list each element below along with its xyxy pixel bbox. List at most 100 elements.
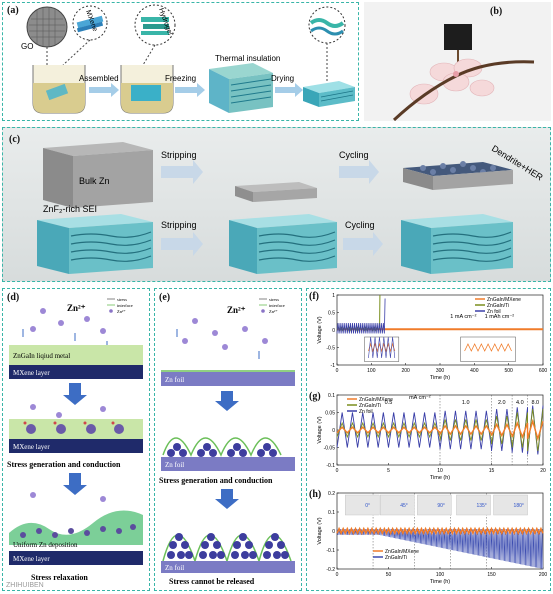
inset-trace — [464, 343, 512, 352]
cycling1-label: Cycling — [339, 150, 369, 160]
drying-label: Drying — [271, 74, 294, 83]
stripping1-label: Stripping — [161, 150, 197, 160]
panel-e: (e) Zn²⁺ stress interface Zn²⁺ Zn foil Z… — [154, 288, 302, 591]
x-axis-label: Time (h) — [430, 475, 450, 481]
x-tick-label: 200 — [401, 368, 410, 374]
bulk-zn-label: Bulk Zn — [79, 176, 110, 186]
d-legend-zn: Zn²⁺ — [117, 309, 126, 314]
f-condition-1: 1 mA cm⁻² — [450, 314, 476, 320]
y-tick-label: 0 — [332, 529, 335, 535]
d-mxene3-label: MXene layer — [13, 555, 50, 563]
panel-c-label: (c) — [9, 134, 21, 145]
panel-a: (a) GO MXene Hydrogel — [2, 2, 359, 121]
e-zn-label: Zn²⁺ — [227, 305, 246, 315]
y-tick-label: 0.1 — [328, 393, 335, 399]
y-tick-label: 0.05 — [325, 410, 335, 416]
x-axis-label: Time (h) — [430, 579, 450, 585]
e-foil3-label: Zn foil — [165, 564, 184, 572]
d-legend-stress: stress — [117, 297, 127, 302]
uniform-label: Uniform Zn deposition — [13, 541, 78, 549]
series-line-zngain-mxene — [336, 526, 544, 536]
y-tick-label: 1 — [332, 293, 335, 299]
panel-e-label: (e) — [159, 292, 171, 303]
d-mxene2-label: MXene layer — [13, 443, 50, 451]
y-tick-label: -0.1 — [326, 548, 335, 554]
inset-box — [460, 336, 516, 362]
e-legend-interface: interface — [269, 303, 285, 308]
y-tick-label: -0.2 — [326, 567, 335, 573]
rate-label: 0.5 — [385, 400, 393, 406]
panel-c: (c) Bulk Zn Stripping Cycling Dendrite+H… — [2, 127, 551, 282]
x-tick-label: 150 — [487, 572, 496, 578]
y-tick-label: -0.5 — [326, 345, 335, 351]
panel-b-label: (b) — [490, 6, 503, 17]
x-tick-label: 100 — [436, 572, 445, 578]
x-tick-label: 600 — [539, 368, 548, 374]
cycling2-label: Cycling — [345, 220, 375, 230]
legend-label: ZnGaIn/MXene — [385, 549, 419, 555]
y-tick-label: -0.1 — [326, 463, 335, 469]
y-axis-label: Voltage (V) — [317, 517, 323, 544]
y-tick-label: 0 — [332, 328, 335, 334]
e-legend-stress: stress — [269, 297, 279, 302]
liquid-metal-label: ZnGaIn liqiud metal — [13, 352, 70, 360]
bend-photo — [456, 494, 491, 516]
panel-a-label: (a) — [7, 5, 19, 16]
x-tick-label: 0 — [336, 368, 339, 374]
legend-label: Zn foil — [359, 409, 373, 415]
freezing-label: Freezing — [165, 74, 196, 83]
angle-label: 0° — [365, 503, 370, 509]
y-axis-label: Voltage (V) — [317, 416, 323, 443]
inset-trace-znfoil — [368, 336, 396, 359]
rate-label: 1.0 — [462, 400, 470, 406]
rate-label: 2.0 — [498, 400, 506, 406]
d-zn-label: Zn²⁺ — [67, 303, 86, 313]
sei-label: ZnF₂-rich SEI — [43, 204, 97, 214]
x-tick-label: 15 — [489, 468, 495, 474]
legend-label: ZnGaIn/Ti — [385, 555, 407, 561]
x-tick-label: 400 — [470, 368, 479, 374]
flower-photo — [392, 24, 535, 121]
d-caption1: Stress generation and conduction — [7, 460, 121, 469]
panel-a-schematic: GO MXene Hydrogel Assembled Freezing — [21, 4, 355, 114]
panel-g-label: (g) — [309, 391, 321, 402]
series-line-zngain-ti — [336, 529, 544, 569]
rate-label: 4.0 — [516, 400, 524, 406]
x-tick-label: 0 — [336, 468, 339, 474]
y-tick-label: 0 — [332, 428, 335, 434]
d-caption2: Stress relaxation — [31, 573, 88, 582]
x-tick-label: 100 — [367, 368, 376, 374]
e-foil2-label: Zn foil — [165, 461, 184, 469]
x-tick-label: 500 — [504, 368, 513, 374]
series-line — [336, 405, 544, 455]
e-foil1-label: Zn foil — [165, 376, 184, 384]
e-caption2: Stress cannot be released — [169, 577, 255, 586]
y-tick-label: 0.1 — [328, 510, 335, 516]
y-axis-label: Voltage (V) — [317, 316, 323, 343]
x-tick-label: 50 — [386, 572, 392, 578]
go-label: GO — [21, 42, 33, 51]
legend-label: Zn foil — [487, 309, 501, 315]
y-tick-label: 0.5 — [328, 310, 335, 316]
stripping2-label: Stripping — [161, 220, 197, 230]
d-legend-interface: interface — [117, 303, 133, 308]
rate-label: 8.0 — [531, 400, 539, 406]
watermark: ZHIHUIBEN — [6, 582, 44, 589]
x-tick-label: 20 — [540, 468, 546, 474]
angle-label: 180° — [514, 503, 524, 509]
series-line — [336, 418, 544, 442]
panel-d: (d) Zn²⁺ stress interface Zn²⁺ ZnGaIn li… — [2, 288, 150, 591]
e-caption1: Stress generation and conduction — [159, 476, 273, 485]
panel-h-label: (h) — [309, 489, 322, 500]
angle-label: 135° — [476, 503, 486, 509]
y-tick-label: -0.05 — [324, 445, 336, 451]
e-legend-zn: Zn²⁺ — [269, 309, 278, 314]
f-condition-2: 1 mAh cm⁻² — [485, 314, 515, 320]
panel-f-label: (f) — [309, 291, 319, 302]
legend-label: ZnGaIn/MXene — [359, 397, 393, 403]
x-tick-label: 0 — [336, 572, 339, 578]
angle-label: 90° — [437, 503, 445, 509]
